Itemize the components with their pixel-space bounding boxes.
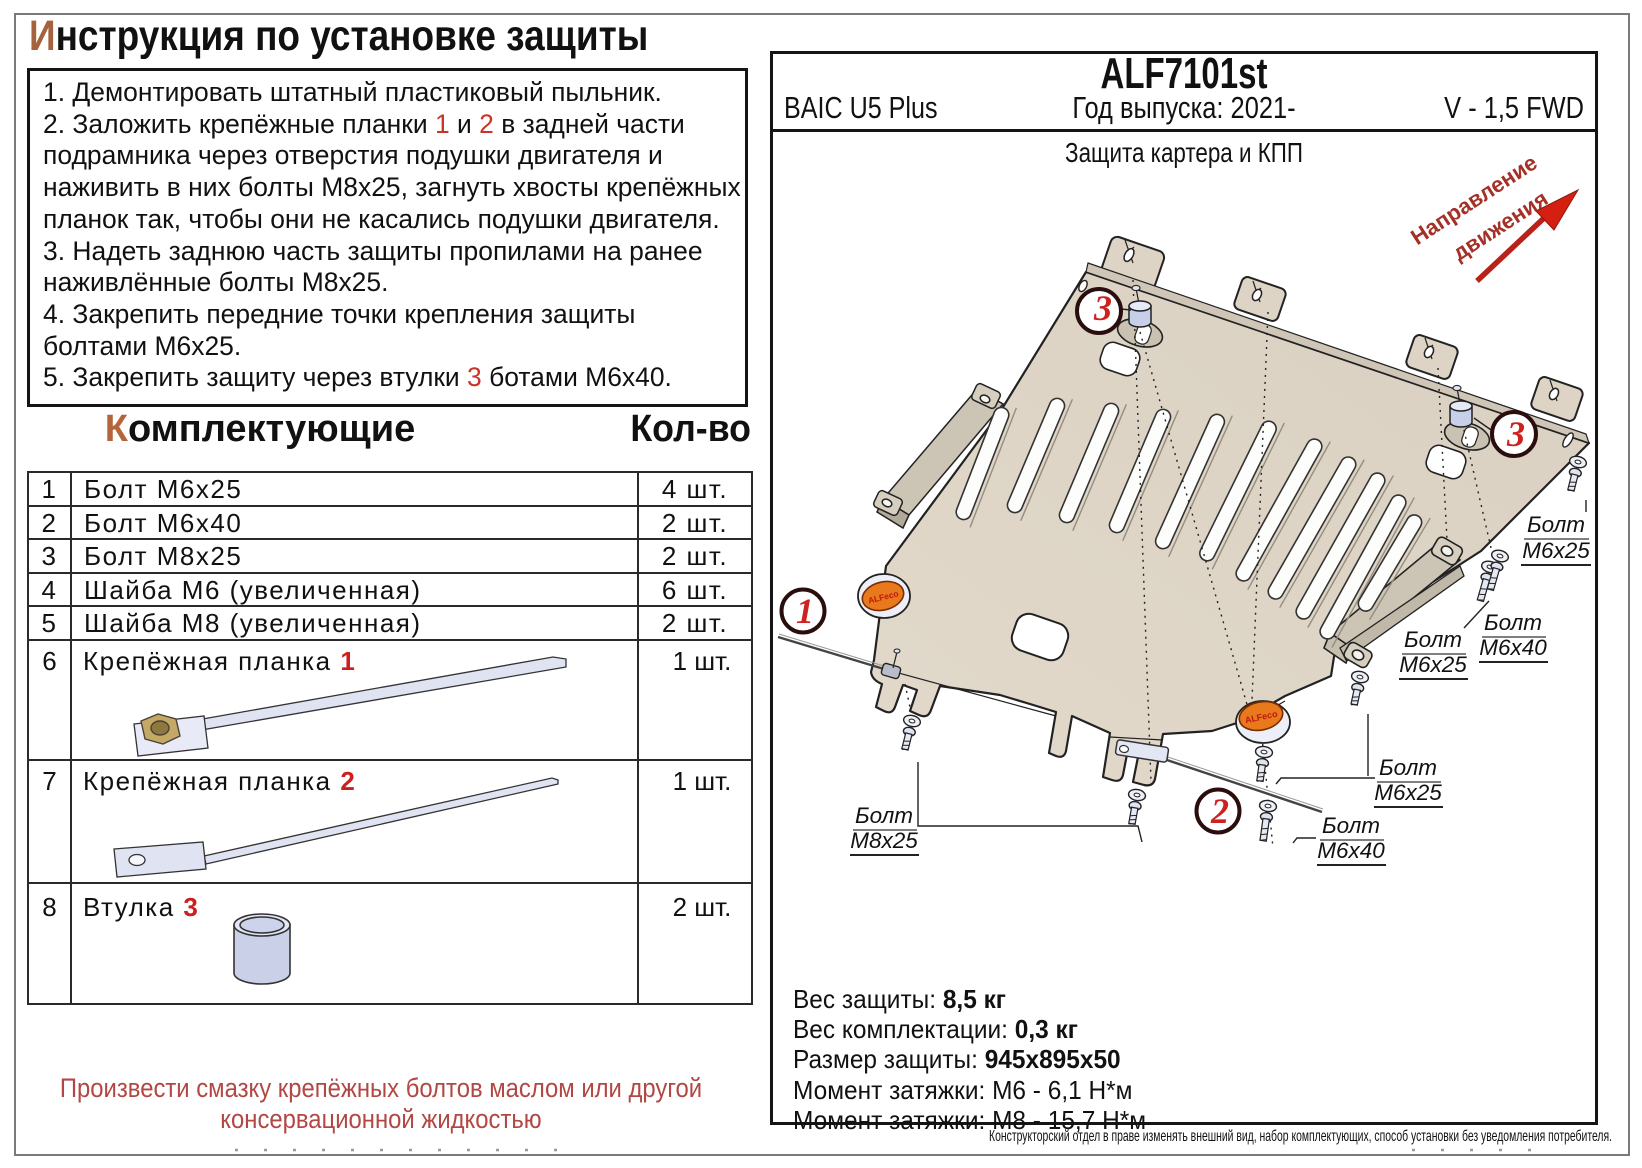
svg-text:Болт: Болт [1527,512,1585,537]
svg-text:1: 1 [796,591,814,631]
svg-text:М8х25: М8х25 [850,828,918,853]
svg-text:Болт: Болт [855,803,913,828]
svg-text:Болт: Болт [1379,755,1437,780]
svg-text:Болт: Болт [1484,610,1542,635]
svg-text:М6х25: М6х25 [1399,652,1467,677]
svg-text:М6х40: М6х40 [1479,635,1547,660]
svg-text:М6х40: М6х40 [1317,838,1385,863]
svg-text:3: 3 [1093,288,1112,328]
svg-text:М6х25: М6х25 [1374,780,1442,805]
svg-text:Болт: Болт [1322,813,1380,838]
svg-text:М6х25: М6х25 [1522,538,1590,563]
svg-text:Болт: Болт [1404,627,1462,652]
svg-text:3: 3 [1506,414,1525,454]
svg-text:2: 2 [1210,791,1229,831]
